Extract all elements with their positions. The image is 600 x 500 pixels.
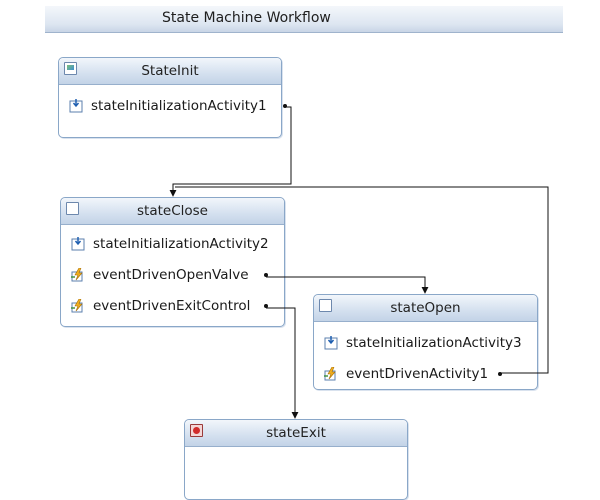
- activity-label: eventDrivenExitControl: [93, 298, 251, 314]
- connector-dot[interactable]: [283, 104, 287, 108]
- activity-event-driven-open-valve[interactable]: eventDrivenOpenValve: [71, 266, 276, 286]
- state-title: stateExit: [266, 425, 326, 441]
- state-icon: [66, 202, 79, 215]
- activity-state-initialization-3[interactable]: stateInitializationActivity3: [324, 334, 529, 354]
- state-initialization-icon: [71, 237, 85, 251]
- state-header: stateOpen: [314, 295, 537, 322]
- activity-label: eventDrivenActivity1: [346, 366, 489, 382]
- transition-open-valve-to-open[interactable]: [266, 276, 429, 294]
- event-driven-icon: [324, 367, 336, 381]
- state-close[interactable]: stateClose stateInitializationActivity2 …: [60, 197, 285, 327]
- activity-label: eventDrivenOpenValve: [93, 267, 249, 283]
- state-title: stateClose: [137, 203, 208, 219]
- state-open[interactable]: stateOpen stateInitializationActivity3 e…: [313, 294, 538, 390]
- event-driven-icon: [71, 299, 83, 313]
- activity-state-initialization-1[interactable]: stateInitializationActivity1: [69, 97, 287, 117]
- event-driven-icon: [71, 268, 83, 282]
- workflow-title: State Machine Workflow: [162, 10, 331, 26]
- state-initialization-icon: [324, 336, 338, 350]
- state-init[interactable]: StateInit stateInitializationActivity1: [58, 57, 287, 138]
- state-exit[interactable]: stateExit: [184, 419, 408, 500]
- activity-state-initialization-2[interactable]: stateInitializationActivity2: [71, 235, 276, 255]
- activity-event-driven-exit-control[interactable]: eventDrivenExitControl: [71, 297, 276, 317]
- state-title: StateInit: [141, 63, 199, 79]
- state-initialization-icon: [69, 99, 83, 113]
- activity-label: stateInitializationActivity3: [346, 335, 522, 351]
- connector-dot[interactable]: [498, 372, 502, 376]
- initial-state-icon: [64, 62, 77, 75]
- activity-event-driven-1[interactable]: eventDrivenActivity1: [324, 365, 529, 385]
- workflow-header: State Machine Workflow: [45, 6, 563, 33]
- activity-label: stateInitializationActivity1: [91, 98, 267, 114]
- state-header: StateInit: [59, 58, 281, 85]
- state-header: stateExit: [185, 420, 407, 447]
- completed-state-icon: [190, 424, 203, 437]
- state-title: stateOpen: [390, 300, 461, 316]
- connector-dot[interactable]: [264, 273, 268, 277]
- state-header: stateClose: [61, 198, 284, 225]
- connector-dot[interactable]: [264, 304, 268, 308]
- activity-label: stateInitializationActivity2: [93, 236, 269, 252]
